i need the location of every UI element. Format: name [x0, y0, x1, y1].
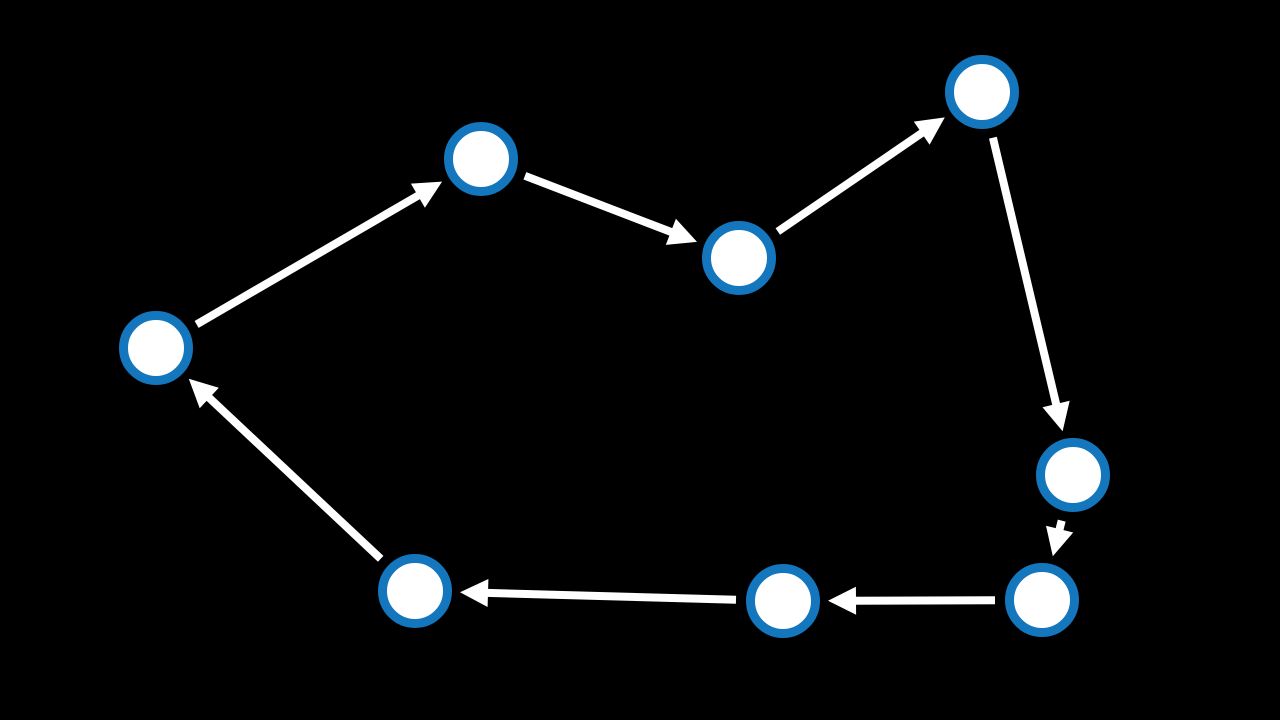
arrowhead-icon [410, 181, 443, 208]
arrowhead-icon [188, 378, 219, 409]
graph-edge-n6-n7 [850, 596, 996, 605]
graph-edge-n3-n4 [775, 126, 929, 235]
graph-edge-n1-n2 [194, 189, 425, 328]
graph-node-n3 [702, 221, 776, 295]
arrowhead-icon [1042, 400, 1070, 432]
arrowhead-icon [913, 117, 945, 145]
graph-edge-n2-n3 [523, 172, 678, 238]
arrowhead-icon [665, 218, 697, 245]
arrowhead-icon [828, 586, 857, 615]
graph-node-n7 [746, 564, 820, 638]
edges-layer [188, 117, 1074, 615]
graph-node-n4 [945, 55, 1019, 129]
arrowhead-icon [1046, 525, 1074, 557]
graph-edge-n8-n1 [202, 391, 384, 562]
graph-node-n8 [378, 554, 452, 628]
graph-node-n6 [1005, 563, 1079, 637]
nodes-layer [119, 55, 1110, 638]
graph-node-n2 [444, 122, 518, 196]
arrowhead-icon [460, 579, 489, 607]
graph-edge-n4-n5 [989, 136, 1062, 411]
graph-node-n1 [119, 311, 193, 385]
graph-edge-n7-n8 [482, 588, 737, 604]
graph-node-n5 [1036, 438, 1110, 512]
